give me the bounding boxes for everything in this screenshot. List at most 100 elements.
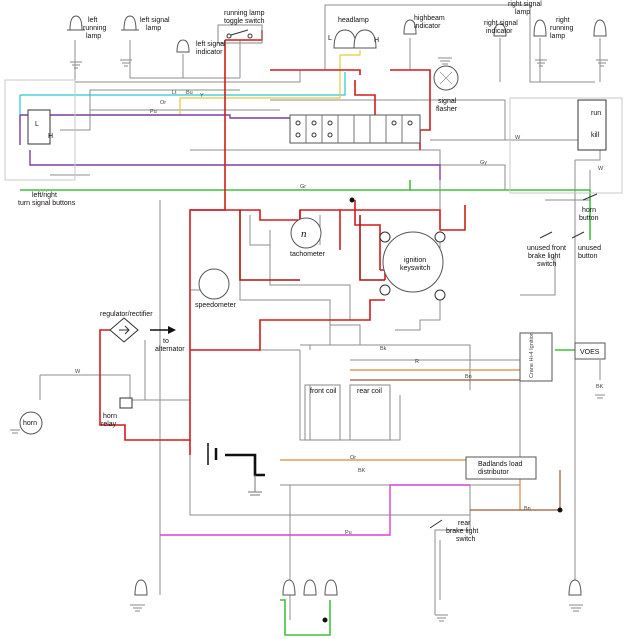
front-coil-label: front coil [310, 388, 337, 395]
tachometer-label: tachometer [290, 251, 326, 258]
regulator-rectifier [109, 317, 176, 343]
running-lamp-switch [217, 24, 263, 44]
badlands-label-1: Badlands load [478, 461, 522, 468]
battery [207, 443, 262, 496]
highbeam-indicator-label-1: highbeam [414, 15, 445, 22]
tag-bk2: BK [358, 468, 366, 474]
left-running-lamp-bulb [67, 15, 85, 31]
left-signal-lamp-label-2: lamp [146, 25, 161, 32]
unused-front-brake-label-1: unused front [527, 245, 566, 252]
tag-w2: W [75, 369, 81, 375]
ignition-keyswitch-label-1: ignition [404, 257, 426, 264]
bottom-lamps [134, 579, 582, 596]
tag-bk: Bk [380, 346, 387, 352]
tag-w: W [515, 135, 521, 141]
right-running-lamp-label-3: lamp [550, 33, 565, 40]
right-signal-lamp-label-2: lamp [515, 9, 530, 16]
highbeam-indicator-label-2: indicator [414, 23, 441, 30]
right-running-lamp-label-2: running [550, 25, 573, 32]
left-controls-box [4, 79, 76, 181]
badlands-load-distributor [465, 456, 537, 480]
crane-ignition-module [519, 332, 553, 382]
right-signal-indicator-bulb [493, 23, 507, 37]
running-lamp-toggle-label-2: toggle switch [224, 18, 265, 25]
regulator-label: regulator/rectifier [100, 311, 153, 318]
right-running-lamp-bulb [593, 19, 607, 37]
rear-brake-label-2: brake light [446, 528, 478, 535]
ground-symbols [10, 57, 608, 622]
to-alternator-label-2: alternator [155, 346, 185, 353]
unused-front-brake-label-2: brake light [528, 253, 560, 260]
rear-brake-label-1: rear [458, 520, 471, 527]
badlands-label-2: distributor [478, 469, 509, 476]
left-right-buttons-label-1: left/right [32, 192, 57, 199]
crane-ignition-label: Crane Hi-4 Ignition [529, 332, 535, 378]
box-h-label: H [48, 133, 53, 140]
left-running-lamp-label-2: running [83, 25, 106, 32]
rear-brake-label-3: switch [456, 536, 476, 543]
right-signal-lamp-bulb [533, 19, 547, 37]
horn-button-label-2: button [579, 215, 599, 222]
unused-button-label-2: button [578, 253, 598, 260]
tag-bn2: Bn [524, 506, 531, 512]
tag-bk3: BK [596, 384, 604, 390]
front-coil [304, 384, 341, 441]
highbeam-indicator-bulb [403, 19, 417, 35]
speedometer [198, 268, 230, 300]
junction-dots [322, 197, 563, 623]
rear-coil-label: rear coil [357, 388, 382, 395]
tachometer-symbol: n [301, 228, 307, 240]
left-signal-lamp-bulb [121, 15, 139, 31]
tag-r: R [415, 359, 419, 365]
tag-gy: Gy [480, 160, 487, 166]
to-alternator-label-1: to [163, 338, 169, 345]
tag-pu: Pu [150, 109, 157, 115]
wire-tags: Lt Bu Y Or Pu W Gy Gr Bk R Bn V Or BK Pu… [75, 90, 604, 536]
ignition-keyswitch [379, 231, 446, 301]
signal-flasher-label-2: flasher [436, 106, 458, 113]
voes-switch [574, 342, 606, 360]
left-running-lamp-label-3: lamp [86, 33, 101, 40]
unused-button-label-1: unused [578, 245, 601, 252]
horn-button-label-1: horn [582, 207, 596, 214]
horn-button-switch [582, 193, 598, 201]
horn-relay [119, 397, 133, 409]
left-signal-indicator-bulb [176, 39, 190, 53]
unused-front-brake-label-3: switch [537, 261, 557, 268]
right-running-lamp-label-1: right [556, 17, 570, 24]
component-labels: left running lamp left signal lamp left … [18, 1, 601, 543]
left-signal-lamp-label-1: left signal [140, 17, 170, 24]
left-right-buttons-label-2: turn signal buttons [18, 200, 76, 207]
terminal-block [289, 114, 421, 144]
rear-brake-switch [429, 519, 443, 529]
run-label: run [591, 110, 601, 117]
horn [19, 411, 43, 435]
headlamp-l-label: L [328, 35, 332, 42]
tag-or2: Or [350, 455, 356, 461]
tag-bu: Bu [186, 90, 193, 96]
right-signal-lamp-label-1: right signal [508, 1, 542, 8]
speedometer-label: speedometer [195, 302, 237, 309]
ignition-keyswitch-label-2: keyswitch [400, 265, 430, 272]
left-signal-indicator-label-2: indicator [196, 49, 223, 56]
unused-switches [539, 231, 585, 239]
right-signal-indicator-label-2: indicator [486, 28, 513, 35]
colored-wires [19, 30, 591, 636]
tag-pu2: Pu [345, 530, 352, 536]
tag-lt: Lt [172, 90, 177, 96]
tag-y: Y [200, 93, 204, 99]
horn-relay-label-1: horn [103, 413, 117, 420]
tag-bn: Bn [465, 374, 472, 380]
headlamp-h-label: H [374, 37, 379, 44]
rear-coil [349, 384, 391, 441]
tachometer [290, 217, 322, 249]
horn-relay-label-2: relay [101, 421, 117, 428]
tag-gr: Gr [300, 184, 306, 190]
running-lamp-toggle-label-1: running lamp [224, 10, 265, 17]
signal-flasher-label-1: signal [438, 98, 457, 105]
voes-label: VOES [580, 349, 600, 356]
tag-or: Or [160, 100, 166, 106]
horn-label: horn [23, 420, 37, 427]
right-controls-box [509, 97, 623, 194]
